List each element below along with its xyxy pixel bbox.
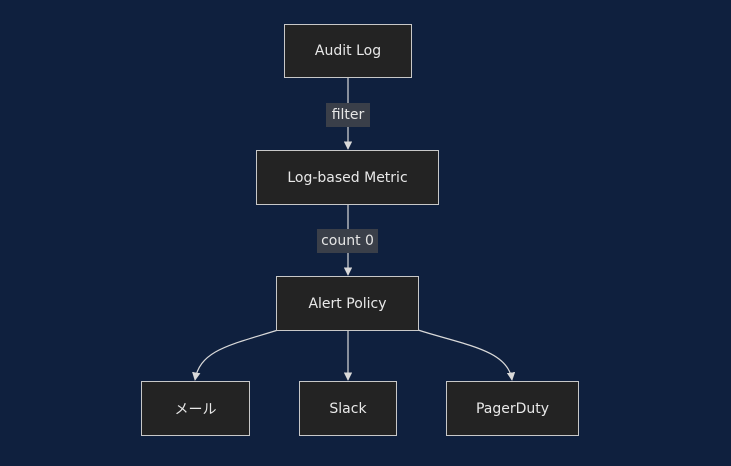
edge-label-count: count 0 (317, 229, 378, 253)
edge-alert-to-mail (192, 329, 279, 381)
node-log-based-metric: Log-based Metric (256, 150, 439, 205)
node-mail: メール (141, 381, 250, 436)
node-pagerduty: PagerDuty (446, 381, 579, 436)
edge-label-filter: filter (326, 103, 370, 127)
node-audit-log: Audit Log (284, 24, 412, 78)
edge-alert-to-pagerduty (417, 329, 516, 381)
node-alert-policy: Alert Policy (276, 276, 419, 331)
node-slack: Slack (299, 381, 397, 436)
